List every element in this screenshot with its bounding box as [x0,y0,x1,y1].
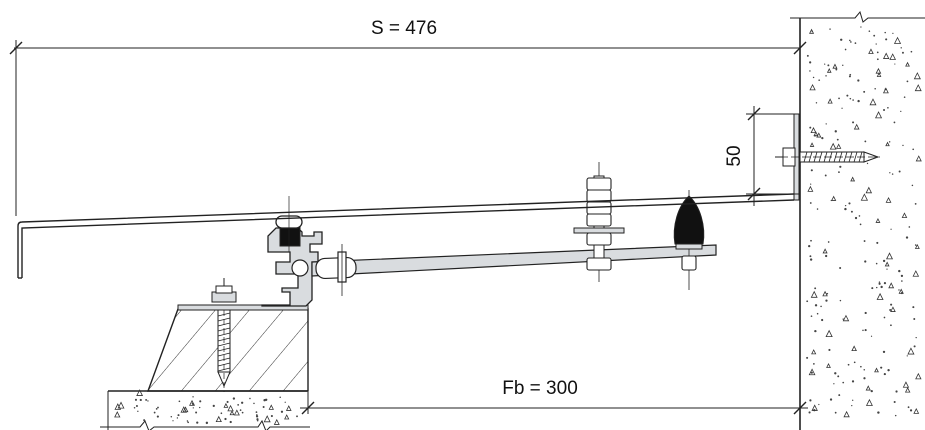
base-dimension-label: Fb = 300 [502,378,578,399]
height-dimension: 50 [724,106,798,206]
concrete-floor [100,389,310,430]
adjusting-bolt [573,162,625,282]
span-dimension-label: S = 476 [371,18,437,39]
base-dimension: Fb = 300 [300,378,808,415]
height-dimension-label: 50 [724,145,745,166]
span-dimension: S = 476 [9,18,807,216]
wall-anchor-screw [775,147,880,167]
concrete-wall [790,10,925,430]
floor-concrete-texture [114,389,298,425]
pivot-rod [311,244,717,296]
wall-concrete-texture [806,26,922,418]
cover-plate [17,193,795,279]
rubber-buffer [673,190,705,290]
base-anchor-screw [211,278,237,392]
